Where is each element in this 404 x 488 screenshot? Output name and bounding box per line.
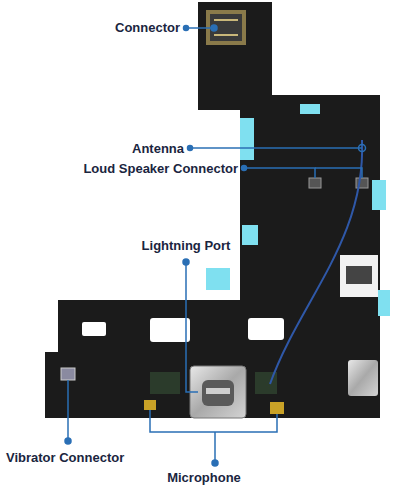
- leader-dot: [188, 146, 193, 151]
- leader-line: [67, 380, 69, 440]
- leader-line: [214, 432, 216, 462]
- sticker-code: [346, 266, 372, 284]
- leader-line: [190, 147, 362, 149]
- component-area: [150, 372, 180, 394]
- leader-line: [244, 168, 315, 178]
- antenna-wire: [270, 140, 362, 384]
- part-label: Connector: [114, 20, 181, 35]
- leader-dot: [183, 259, 189, 265]
- part-label: Antenna: [131, 141, 185, 156]
- tape: [242, 225, 258, 245]
- tape: [372, 180, 386, 210]
- tape: [206, 268, 230, 290]
- board-connector: [214, 19, 238, 21]
- flex-body: [45, 2, 380, 418]
- part-label: Vibrator Connector: [5, 450, 125, 465]
- leader-dot: [184, 26, 189, 31]
- cutout: [82, 322, 106, 336]
- cutout: [248, 318, 284, 340]
- vibrator-pad: [61, 368, 75, 380]
- leader-dot: [359, 145, 366, 152]
- leader-line: [315, 168, 362, 178]
- tape: [378, 290, 390, 316]
- tape: [300, 104, 320, 114]
- leader-line: [186, 262, 198, 392]
- speaker-pad: [309, 178, 321, 188]
- sticker: [340, 255, 378, 297]
- board-connector: [210, 14, 242, 41]
- leader-bracket: [150, 410, 277, 432]
- part-label: Loud Speaker Connector: [82, 161, 239, 176]
- microphone: [144, 400, 156, 410]
- leader-dot: [212, 460, 218, 466]
- tape: [240, 118, 254, 160]
- cutout: [150, 318, 190, 342]
- board-connector: [214, 34, 238, 36]
- leader-dot: [242, 166, 247, 171]
- leader-dot: [211, 25, 217, 31]
- leader-line: [186, 27, 212, 29]
- lightning-port: [206, 388, 230, 394]
- leader-dot: [65, 438, 71, 444]
- part-label: Lightning Port: [141, 238, 232, 253]
- metal-bracket: [348, 360, 378, 396]
- part-label: Microphone: [166, 470, 242, 485]
- lightning-port: [202, 380, 234, 406]
- microphone: [270, 402, 284, 414]
- board-connector: [206, 10, 246, 45]
- lightning-port: [190, 366, 246, 418]
